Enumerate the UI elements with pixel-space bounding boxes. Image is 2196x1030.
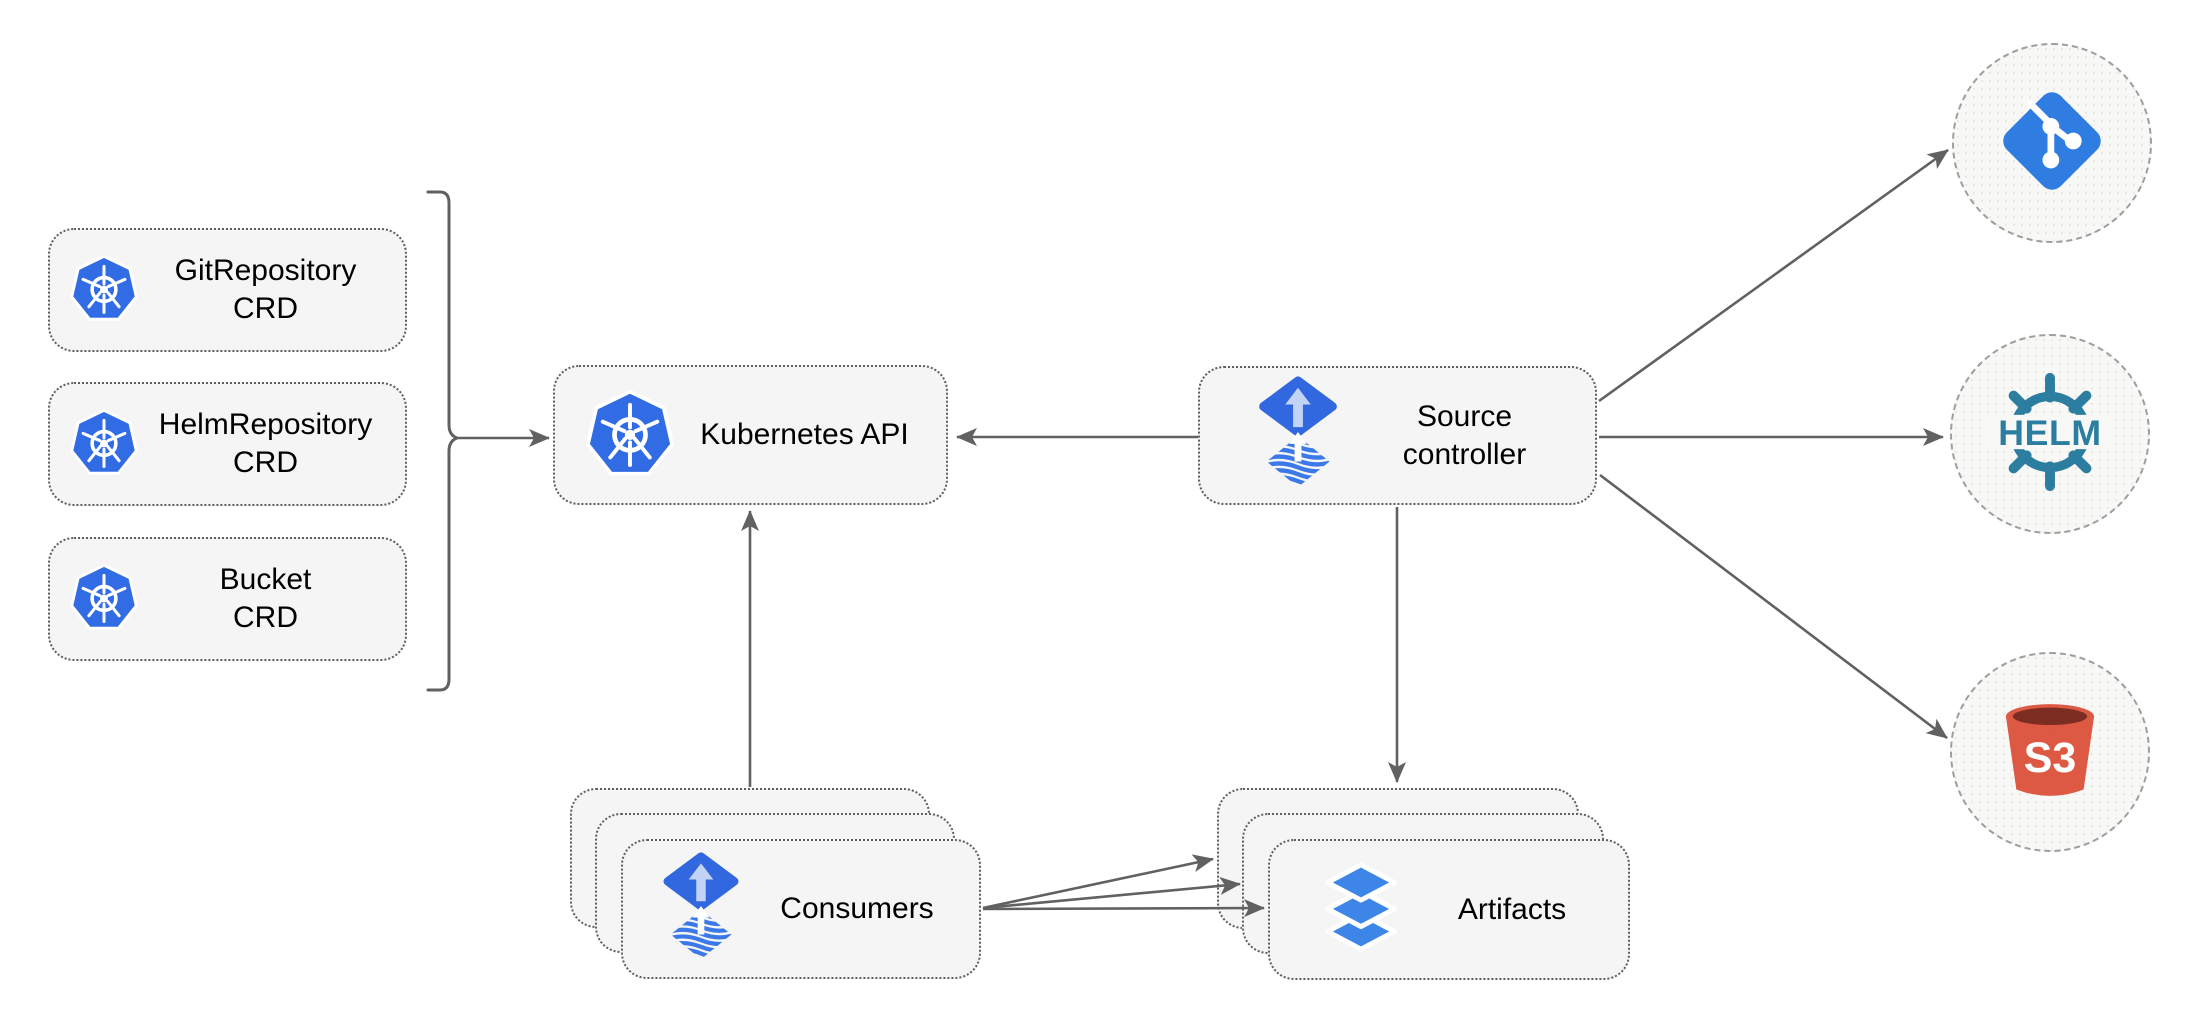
layers-icon — [1312, 858, 1410, 961]
label-line1: Source — [1416, 399, 1513, 433]
edge-source-controller-to-s3 — [1599, 473, 1948, 740]
git-source-circle — [1952, 43, 2152, 243]
s3-wordmark: S3 — [2024, 734, 2076, 782]
node-consumers-stack: Consumers — [570, 788, 982, 980]
node-helmrepository-crd: HelmRepository CRD — [48, 382, 407, 506]
label-line2: CRD — [233, 446, 298, 479]
edge-consumers-to-artifacts-2 — [982, 876, 1241, 910]
helm-wordmark: HELM — [1998, 413, 2102, 453]
s3-bucket-icon: S3 — [1992, 692, 2108, 813]
git-icon — [1996, 85, 2108, 202]
node-artifacts: Artifacts — [1268, 839, 1630, 980]
node-label: HelmRepository CRD — [140, 406, 405, 482]
helm-source-circle: HELM — [1950, 334, 2150, 534]
label-line2: controller — [1402, 437, 1527, 471]
label-line1: Bucket — [219, 563, 312, 596]
helm-icon: HELM — [1984, 366, 2116, 503]
flux-icon — [653, 851, 749, 968]
node-kubernetes-api: Kubernetes API — [553, 365, 948, 505]
flux-icon — [1248, 375, 1348, 496]
edge-source-controller-to-git — [1598, 148, 1949, 403]
node-label: Artifacts — [1457, 892, 1567, 926]
node-label: Bucket CRD — [140, 561, 405, 637]
node-artifacts-stack: Artifacts — [1217, 788, 1631, 981]
kubernetes-icon — [68, 406, 140, 483]
s3-source-circle: S3 — [1950, 652, 2150, 852]
node-consumers: Consumers — [621, 839, 981, 979]
kubernetes-icon — [583, 386, 677, 485]
label-line1: GitRepository — [174, 254, 357, 287]
node-label: GitRepository CRD — [140, 252, 405, 328]
node-gitrepository-crd: GitRepository CRD — [48, 228, 407, 352]
label-line2: CRD — [233, 292, 298, 325]
node-source-controller: Source controller — [1198, 366, 1597, 505]
node-bucket-crd: Bucket CRD — [48, 537, 407, 661]
label-line2: CRD — [233, 601, 298, 634]
crd-group-bracket — [426, 190, 462, 692]
kubernetes-icon — [68, 252, 140, 329]
node-label: Consumers — [780, 892, 934, 925]
kubernetes-icon — [68, 561, 140, 638]
edge-consumers-to-artifacts-1 — [982, 854, 1214, 910]
node-label: Source controller — [1348, 398, 1595, 474]
label-line1: HelmRepository — [158, 408, 373, 441]
node-label: Kubernetes API — [700, 418, 909, 451]
